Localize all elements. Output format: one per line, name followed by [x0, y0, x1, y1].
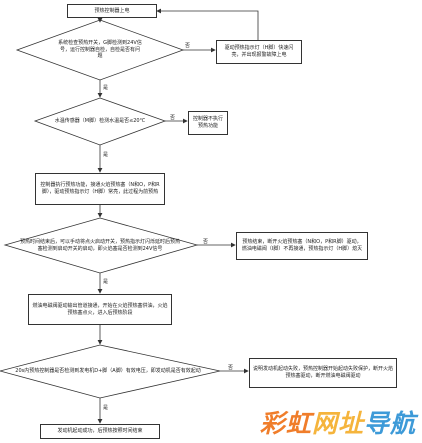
front-preheat-box: 控制器执行预热功能，接通火焰预热塞（N和O，P和R脚），驱动预热指示灯（H脚）常…: [35, 173, 165, 205]
d1-no-label: 否: [185, 43, 191, 49]
decision-3-text: 预热时间结束后，可以手动将点火启动开关，预热指示灯闪烁延时后预热塞检测到启动开关…: [20, 239, 181, 252]
watermark-char: 网: [311, 409, 338, 438]
decision-2-text: 水温传感器（M脚）检测水温是否≤20℃: [54, 117, 146, 124]
error-reboot-box: 驱动预热指示灯（H脚）快速闪亮，并出现报警故障上电: [216, 40, 302, 64]
d2-no-label: 否: [170, 115, 176, 121]
start-success-box: 发动机起动成功，后预热按照时间结束: [40, 424, 160, 439]
d3-yes-label: 是: [103, 279, 109, 285]
watermark-text: 彩虹网址导航: [260, 404, 416, 440]
watermark-char: 虹: [285, 409, 312, 438]
d4-yes-label: 是: [103, 405, 109, 411]
decision-4-text: 20s内预热控制器是否检测到发电机D+脚（A脚）有效电压，即发动机是否有效起动: [15, 367, 201, 374]
watermark-char: 航: [389, 409, 416, 438]
d1-yes-label: 是: [103, 85, 109, 91]
no-preheat-box: 控制器不执行预热功能: [188, 111, 228, 135]
watermark-char: 导: [363, 409, 390, 438]
start-box: 预热控制器上电: [67, 4, 157, 18]
watermark-char: 彩: [259, 409, 286, 438]
d3-no-label: 否: [203, 239, 209, 245]
d2-yes-label: 是: [103, 152, 109, 158]
decision-1-text: 系统检查预热开关，G脚检测到24V信号，运行控制器自检，自检是否有问题: [58, 39, 142, 60]
start-fail-box: 说明发动机起动失败，预热控制器开始起动失败保护，断开火焰预热塞驱动，断开燃油电磁…: [249, 358, 397, 388]
watermark-char: 址: [337, 409, 364, 438]
watermark-logo: 彩虹网址导航: [260, 404, 416, 440]
fuel-valve-box: 燃油电磁阀驱动输出管道接通，开始在火焰预热塞供油，火焰预热塞点火，进入后预热阶段: [28, 294, 172, 325]
d4-no-label: 否: [228, 365, 234, 371]
preheat-end-box: 预热结束，断开火焰预热塞（N和O，P和R脚）驱动，燃油电磁阀（I脚）不再接通，预…: [236, 232, 368, 260]
